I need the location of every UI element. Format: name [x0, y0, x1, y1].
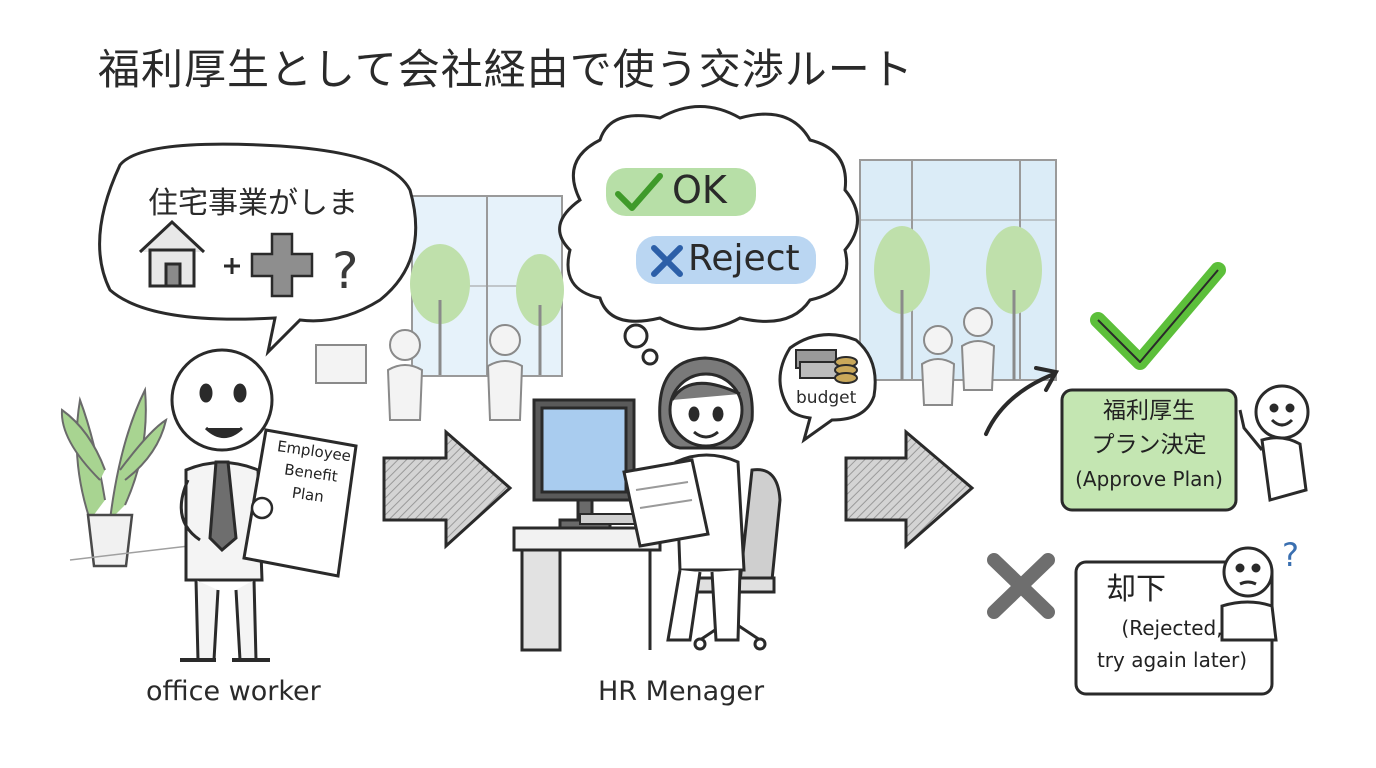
tree-icon: [874, 226, 1042, 380]
check-icon: [1090, 262, 1226, 370]
approve-line: 福利厚生: [1103, 398, 1195, 424]
plant-icon: [60, 386, 241, 568]
reject-line: 却下: [1106, 572, 1166, 607]
background-people-left: [315, 324, 524, 421]
rejected-text: 却下 (Rejected, try again later): [1082, 568, 1262, 676]
office-worker-figure: [170, 348, 274, 662]
speech-bubble: [98, 142, 418, 357]
approve-line: プラン決定: [1091, 432, 1207, 458]
happy-person-icon: [1238, 384, 1310, 502]
svg-text:?: ?: [332, 242, 359, 300]
cross-icon: [250, 232, 314, 298]
x-mark-icon: [987, 553, 1055, 619]
house-icon: [138, 219, 206, 288]
x-mark-icon: [651, 245, 683, 277]
reject-line: (Rejected,: [1121, 616, 1223, 640]
hr-manager-label: HR Menager: [598, 676, 765, 707]
arrow-icon: [382, 428, 513, 550]
thought-reject-label: Reject: [688, 238, 800, 279]
question-icon: ?: [1282, 536, 1299, 574]
question-icon: ?: [332, 242, 359, 300]
check-icon: [615, 173, 663, 211]
approve-plan-box: [1060, 388, 1238, 512]
page-title: 福利厚生として会社経由で使う交渉ルート: [98, 45, 914, 94]
svg-text:?: ?: [1282, 536, 1299, 574]
thought-ok-label: OK: [672, 168, 727, 212]
hr-desk: [512, 526, 662, 652]
approve-line: (Approve Plan): [1075, 467, 1223, 491]
arrow-icon: [844, 428, 975, 550]
budget-label: budget: [796, 388, 857, 408]
speech-bubble-text: 住宅事業がしま: [148, 186, 358, 221]
thought-cloud: [558, 105, 859, 366]
approve-plan-text: 福利厚生 プラン決定 (Approve Plan): [1064, 394, 1234, 496]
computer-monitor-icon: [532, 398, 641, 530]
tree-icon: [410, 244, 564, 375]
reject-line: try again later): [1096, 648, 1248, 672]
benefit-plan-document: [242, 428, 358, 578]
ok-highlight: [606, 168, 756, 216]
arrow-icon: [984, 366, 1060, 436]
background-people-right: [920, 307, 996, 406]
money-icon: [795, 349, 858, 384]
plus-icon: [224, 258, 240, 274]
hr-paper: [622, 458, 710, 548]
thinking-person-icon: [1220, 546, 1278, 642]
office-worker-label: office worker: [146, 676, 321, 707]
